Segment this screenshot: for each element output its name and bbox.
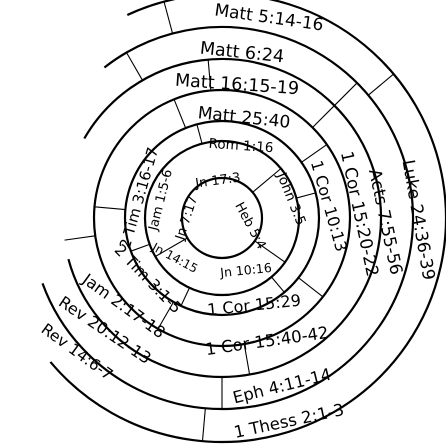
verse-label-matt-5-14-16: Matt 5:14-16	[213, 0, 324, 35]
segment-divider-2	[254, 240, 286, 263]
segment-divider-11	[298, 277, 324, 298]
segment-divider-14	[207, 59, 212, 91]
verse-label-matt-16-15-19: Matt 16:15-19	[174, 71, 299, 100]
verse-label-1-cor-15-40-42: 1 Cor 15:40-42	[204, 323, 329, 359]
verse-label-heb-5-4: Heb 5:4	[231, 200, 268, 252]
verse-label-jn-17-3: Jn 17:3	[193, 170, 241, 191]
segment-divider-18	[126, 52, 143, 81]
verse-label-jn-10-16: Jn 10:16	[219, 260, 273, 280]
segment-divider-9	[173, 99, 187, 129]
ring-arc-2	[143, 139, 301, 297]
ring-arc-5	[67, 57, 383, 379]
spiral-rings	[41, 0, 446, 444]
verse-label-matt-25-40: Matt 25:40	[197, 103, 291, 133]
segment-divider-1	[252, 168, 282, 193]
segment-divider-7	[180, 287, 190, 307]
segment-divider-19	[334, 82, 358, 106]
ring-arc-7	[49, 0, 446, 444]
verse-label-rom-1-16: Rom 1:16	[208, 136, 274, 156]
segment-divider-16	[243, 343, 251, 375]
segment-divider-8	[130, 243, 150, 252]
segment-divider-5	[296, 192, 316, 199]
segment-divider-12	[157, 301, 174, 330]
segment-divider-3	[155, 237, 188, 257]
ring-arc-4	[92, 88, 352, 348]
verse-label-john-3-5: John 3:5	[273, 169, 309, 227]
segment-divider-21	[163, 1, 174, 34]
ring-arc-1	[180, 176, 264, 260]
segment-divider-23	[201, 408, 206, 442]
segment-divider-10	[301, 144, 328, 163]
segment-divider-4	[196, 124, 203, 144]
ring-arc-3	[123, 119, 321, 317]
verse-label-matt-6-24: Matt 6:24	[199, 39, 285, 68]
segment-divider-22	[367, 73, 394, 96]
segment-divider-17	[64, 235, 96, 241]
segment-divider-15	[312, 105, 335, 128]
segment-divider-13	[94, 206, 126, 211]
segment-dividers	[64, 1, 394, 442]
segment-divider-6	[271, 276, 285, 293]
verse-label-eph-4-11-14: Eph 4:11-14	[231, 365, 333, 408]
ring-arc-6	[41, 25, 415, 411]
verse-label-jn-7-17: Jn 7:17	[173, 194, 202, 243]
